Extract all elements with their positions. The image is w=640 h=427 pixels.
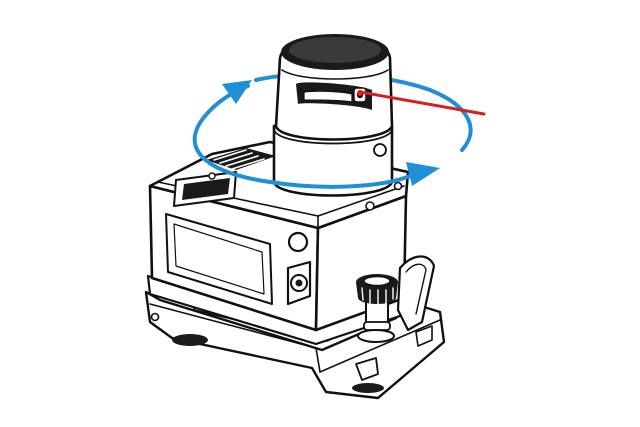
leveling-knob [356, 255, 436, 343]
power-button [287, 231, 309, 253]
rotating-head [272, 34, 394, 197]
rotation-arrow-front [192, 114, 412, 189]
rotation-arrowhead-front [406, 162, 440, 186]
laser-emitter-dot [357, 90, 363, 96]
connector-port [286, 260, 312, 306]
laser-aperture [296, 82, 372, 110]
rotation-arrowhead-back [222, 80, 252, 104]
laser-beam [358, 90, 486, 116]
